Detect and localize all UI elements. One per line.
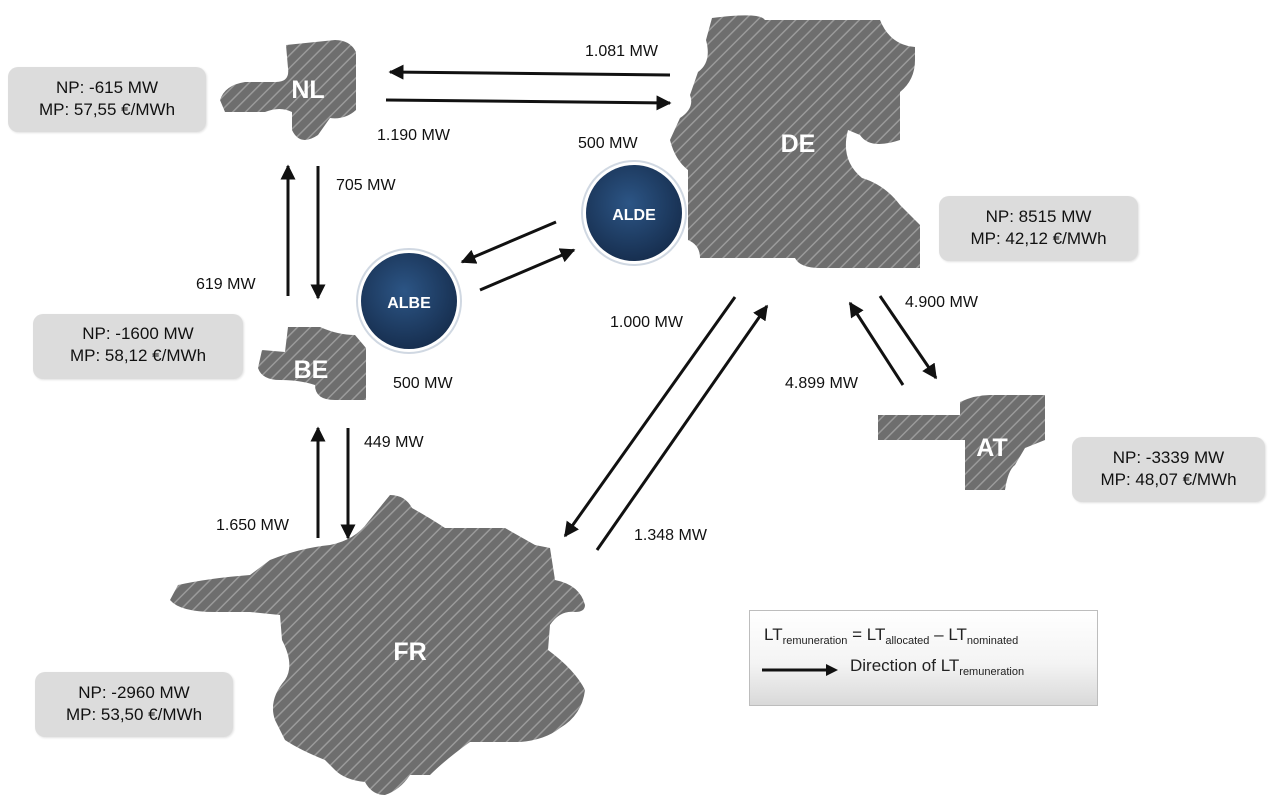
country-shape-be — [258, 327, 366, 400]
hub-label-albe: ALBE — [387, 295, 431, 312]
legend-sub-allocated: allocated — [885, 635, 930, 647]
flow-label-fr-to-be: 1.650 MW — [216, 517, 290, 534]
legend-lt-2: LT — [866, 625, 886, 644]
legend-lt-3: LT — [948, 625, 967, 644]
hub-albe: ALBE — [356, 248, 462, 354]
arrow-alde-to-albe — [460, 220, 557, 264]
flow-label-be-to-fr: 449 MW — [364, 434, 424, 451]
legend-formula: LTremuneration = LTallocated – LTnominat… — [764, 625, 1018, 647]
arrow-at-to-de — [848, 301, 905, 386]
flow-label-de-to-nl: 1.081 MW — [585, 43, 659, 60]
country-shape-at — [878, 395, 1045, 490]
info-mp-de: MP: 42,12 €/MWh — [970, 229, 1107, 248]
flow-label-fr-to-de: 1.348 MW — [634, 527, 708, 544]
arrow-de-to-nl — [388, 64, 671, 80]
info-np-de: NP: 8515 MW — [985, 207, 1092, 226]
country-label-fr: FR — [393, 638, 426, 666]
info-box-at: NP: -3339 MW MP: 48,07 €/MWh — [1072, 437, 1265, 502]
info-np-fr: NP: -2960 MW — [78, 683, 190, 702]
flow-label-de-to-at: 4.900 MW — [905, 294, 979, 311]
arrow-fr-to-de — [595, 304, 769, 551]
arrow-de-to-fr — [563, 296, 737, 538]
flow-label-be-to-nl: 619 MW — [196, 276, 256, 293]
info-np-be: NP: -1600 MW — [82, 324, 194, 343]
legend-box: LTremuneration = LTallocated – LTnominat… — [749, 610, 1098, 706]
flow-label-nl-to-be: 705 MW — [336, 177, 396, 194]
legend-sub-remuneration-2: remuneration — [959, 666, 1025, 678]
hub-alde: ALDE — [581, 160, 687, 266]
flow-label-nl-to-de: 1.190 MW — [377, 127, 451, 144]
info-mp-be: MP: 58,12 €/MWh — [69, 346, 207, 365]
info-box-nl: NP: -615 MW MP: 57,55 €/MWh — [8, 67, 206, 132]
country-shape-nl — [220, 40, 356, 140]
info-box-be: NP: -1600 MW MP: 58,12 €/MWh — [33, 314, 243, 379]
legend-lt: LT — [764, 625, 783, 644]
info-mp-fr: MP: 53,50 €/MWh — [65, 705, 203, 724]
info-np-nl: NP: -615 MW — [55, 78, 159, 97]
flow-label-at-to-de: 4.899 MW — [785, 375, 859, 392]
arrow-de-to-at — [878, 295, 938, 380]
legend-minus: – — [929, 625, 949, 644]
legend-direction-label: Direction of LT — [850, 656, 960, 675]
legend-equals: = — [847, 625, 867, 644]
legend-sub-nominated: nominated — [966, 635, 1019, 647]
info-box-fr: NP: -2960 MW MP: 53,50 €/MWh — [35, 672, 233, 737]
flow-label-alde: 500 MW — [578, 135, 638, 152]
country-shape-de — [670, 15, 920, 268]
info-mp-nl: MP: 57,55 €/MWh — [38, 100, 176, 119]
arrow-albe-to-alde — [479, 248, 576, 292]
country-label-nl: NL — [291, 76, 324, 104]
country-label-de: DE — [781, 130, 816, 158]
legend-direction-text: Direction of LTremuneration — [850, 656, 1024, 678]
flow-label-albe: 500 MW — [393, 375, 453, 392]
flow-label-de-to-fr: 1.000 MW — [610, 314, 684, 331]
legend-arrow-icon — [762, 664, 838, 676]
hub-label-alde: ALDE — [612, 207, 656, 224]
info-np-at: NP: -3339 MW — [1112, 448, 1225, 467]
country-label-at: AT — [976, 434, 1007, 462]
info-mp-at: MP: 48,07 €/MWh — [1100, 470, 1237, 489]
info-box-de: NP: 8515 MW MP: 42,12 €/MWh — [939, 196, 1138, 261]
arrow-nl-to-de — [385, 95, 672, 111]
legend-sub-remuneration: remuneration — [782, 635, 848, 647]
country-shape-fr — [170, 495, 585, 795]
country-label-be: BE — [294, 356, 329, 384]
